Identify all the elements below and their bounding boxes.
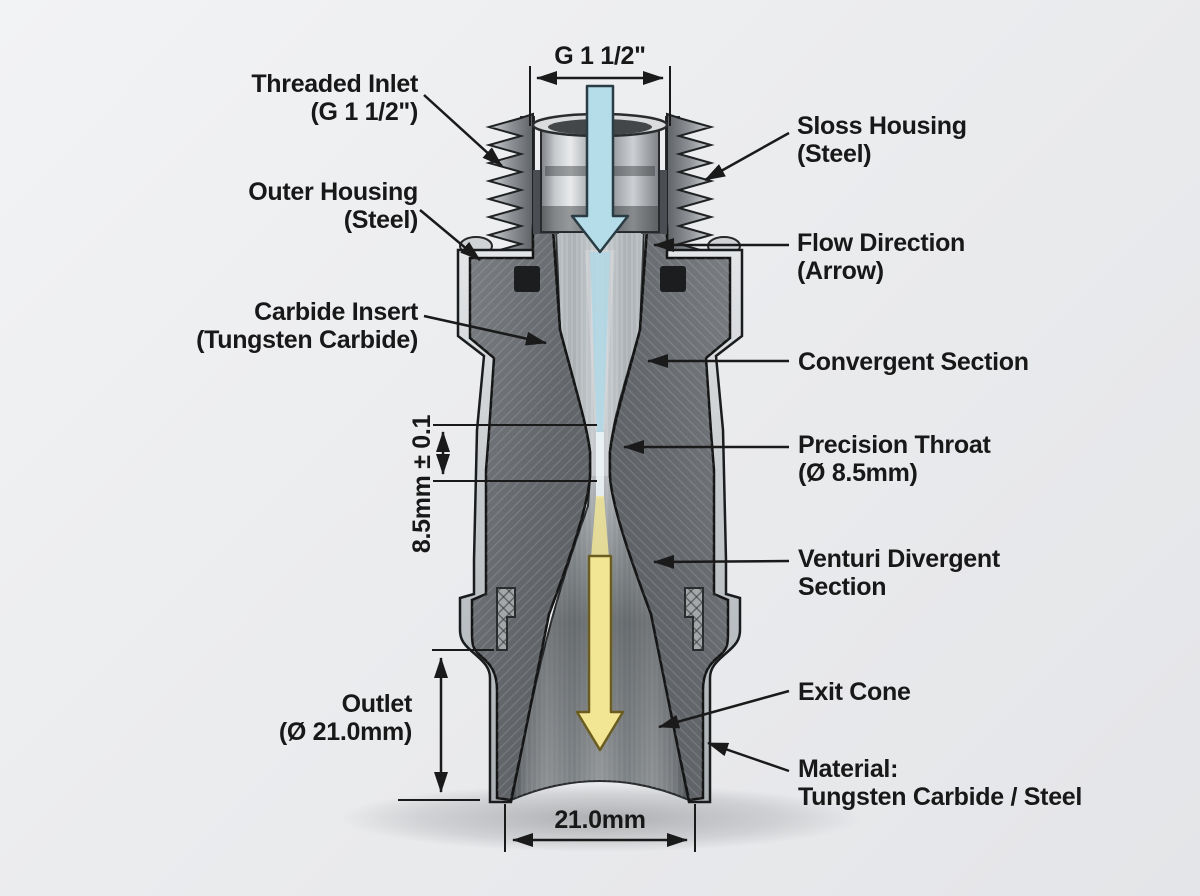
- callout-precision-throat-line2: (Ø 8.5mm): [798, 459, 918, 487]
- callout-flow-direction-line1: Flow Direction: [797, 229, 966, 257]
- callout-venturi-divergent-line2: Section: [798, 573, 887, 601]
- seal-ring-right: [660, 266, 686, 292]
- flow-arrow-outlet-icon: [575, 496, 625, 752]
- dimension-lines: [398, 66, 696, 852]
- callout-outlet-line1: Outlet: [341, 690, 413, 718]
- inlet-threads: [488, 113, 712, 267]
- leader-threaded-inlet: [423, 94, 503, 167]
- callout-convergent-section-line1: Convergent Section: [798, 348, 1029, 376]
- leader-outer-housing: [419, 209, 481, 261]
- callout-venturi-divergent-line1: Venturi Divergent: [798, 545, 1000, 573]
- callout-carbide-insert-line2: (Tungsten Carbide): [196, 326, 418, 354]
- callout-material: Material: Tungsten Carbide / Steel: [798, 755, 1082, 811]
- leader-exit-cone: [658, 689, 790, 729]
- callout-threaded-inlet-line2: (G 1 1/2"): [310, 98, 419, 126]
- callout-carbide-insert-line1: Carbide Insert: [254, 298, 418, 326]
- callout-carbide-insert: Carbide Insert (Tungsten Carbide): [196, 298, 418, 354]
- callout-material-line1: Material:: [798, 755, 899, 783]
- flow-arrow-inlet-icon: [570, 84, 630, 498]
- leader-carbide-insert: [423, 314, 547, 346]
- callout-material-line2: Tungsten Carbide / Steel: [798, 783, 1083, 811]
- leader-venturi: [653, 554, 790, 569]
- callout-sloss-housing: Sloss Housing (Steel): [797, 112, 967, 168]
- callout-outer-housing-line1: Outer Housing: [248, 178, 418, 206]
- callout-convergent-section: Convergent Section: [798, 348, 1029, 376]
- callout-outlet: Outlet (Ø 21.0mm): [279, 690, 412, 746]
- callout-outlet-line2: (Ø 21.0mm): [278, 718, 412, 746]
- callout-flow-direction: Flow Direction (Arrow): [797, 229, 965, 285]
- dimension-outlet-width: 21.0mm: [554, 806, 646, 834]
- leader-material: [707, 741, 790, 773]
- seal-ring-left: [514, 266, 540, 292]
- callout-threaded-inlet: Threaded Inlet (G 1 1/2"): [251, 70, 418, 126]
- callout-threaded-inlet-line1: Threaded Inlet: [251, 70, 418, 98]
- dimension-inlet-thread: G 1 1/2": [554, 42, 646, 70]
- callout-sloss-housing-line2: (Steel): [797, 140, 872, 168]
- callout-precision-throat-line1: Precision Throat: [798, 431, 991, 459]
- callout-outer-housing-line2: (Steel): [343, 206, 419, 234]
- dimension-throat-height: 8.5mm ± 0.1: [408, 414, 436, 554]
- callout-sloss-housing-line1: Sloss Housing: [797, 112, 967, 140]
- callout-outer-housing: Outer Housing (Steel): [248, 178, 418, 234]
- leader-sloss-housing: [704, 131, 790, 182]
- callout-venturi-divergent: Venturi Divergent Section: [798, 545, 1000, 601]
- leader-lines: [419, 94, 790, 773]
- callout-exit-cone: Exit Cone: [798, 678, 911, 706]
- callout-precision-throat: Precision Throat (Ø 8.5mm): [798, 431, 991, 487]
- callout-exit-cone-line1: Exit Cone: [798, 678, 911, 706]
- callout-flow-direction-line2: (Arrow): [797, 257, 884, 285]
